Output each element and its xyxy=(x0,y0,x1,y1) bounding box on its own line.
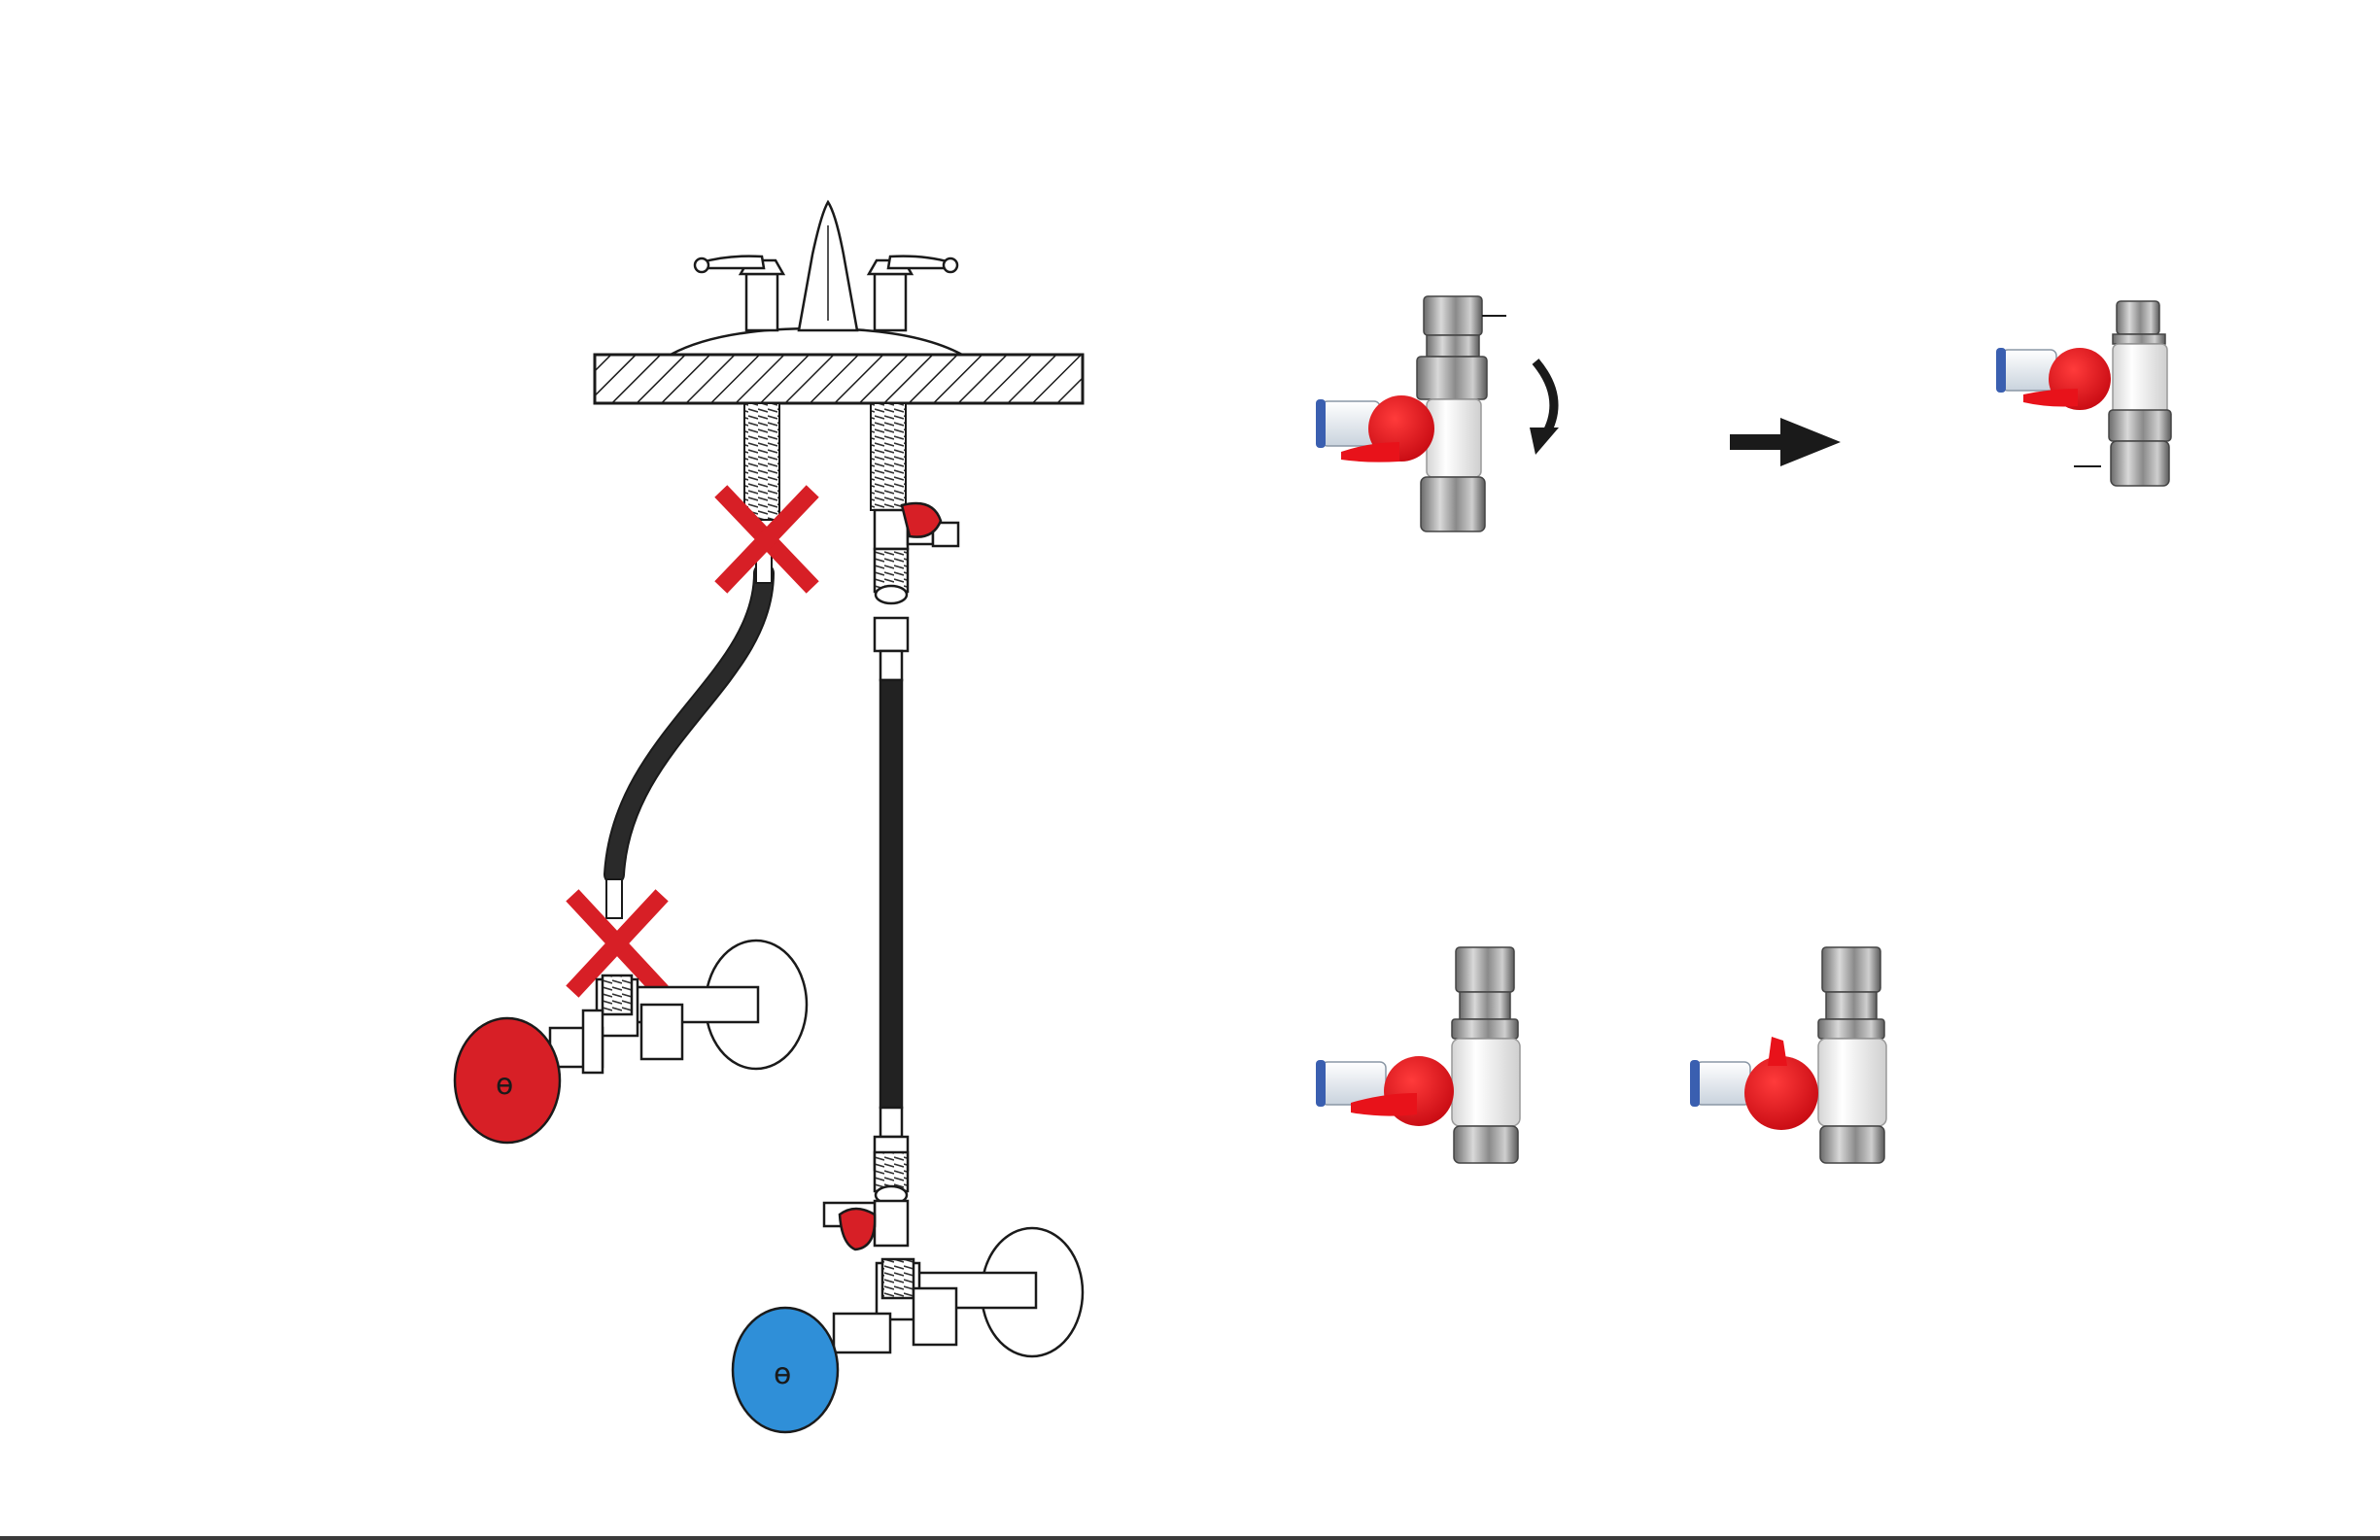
faucet-shank-right xyxy=(871,403,906,510)
right-arrow-icon xyxy=(1730,418,1841,466)
tee-valve-handle xyxy=(1744,1056,1818,1130)
tee-valve-open xyxy=(1690,947,1886,1163)
tee-valve-top-right xyxy=(1996,301,2171,486)
bottom-rule xyxy=(0,1536,2380,1540)
new-cold-supply-line xyxy=(824,503,958,1249)
countertop xyxy=(595,355,1083,403)
tee-valve-top-left xyxy=(1316,296,1506,531)
svg-text:ɵ: ɵ xyxy=(496,1068,513,1102)
tee-valve-handle-lower xyxy=(840,1209,875,1249)
faucet-base xyxy=(671,328,962,355)
faucet-handle-right xyxy=(869,257,957,330)
svg-text:ɵ: ɵ xyxy=(774,1357,791,1391)
faucet-shank-left xyxy=(744,403,779,520)
cold-angle-stop-valve: ɵ xyxy=(733,1228,1083,1432)
faucet-handle-left xyxy=(695,257,783,330)
faucet-assembly xyxy=(671,202,962,355)
tee-valve-closed xyxy=(1316,947,1520,1163)
old-hot-supply-hose xyxy=(606,544,772,918)
rotate-clockwise-arrow-icon xyxy=(1530,361,1559,455)
